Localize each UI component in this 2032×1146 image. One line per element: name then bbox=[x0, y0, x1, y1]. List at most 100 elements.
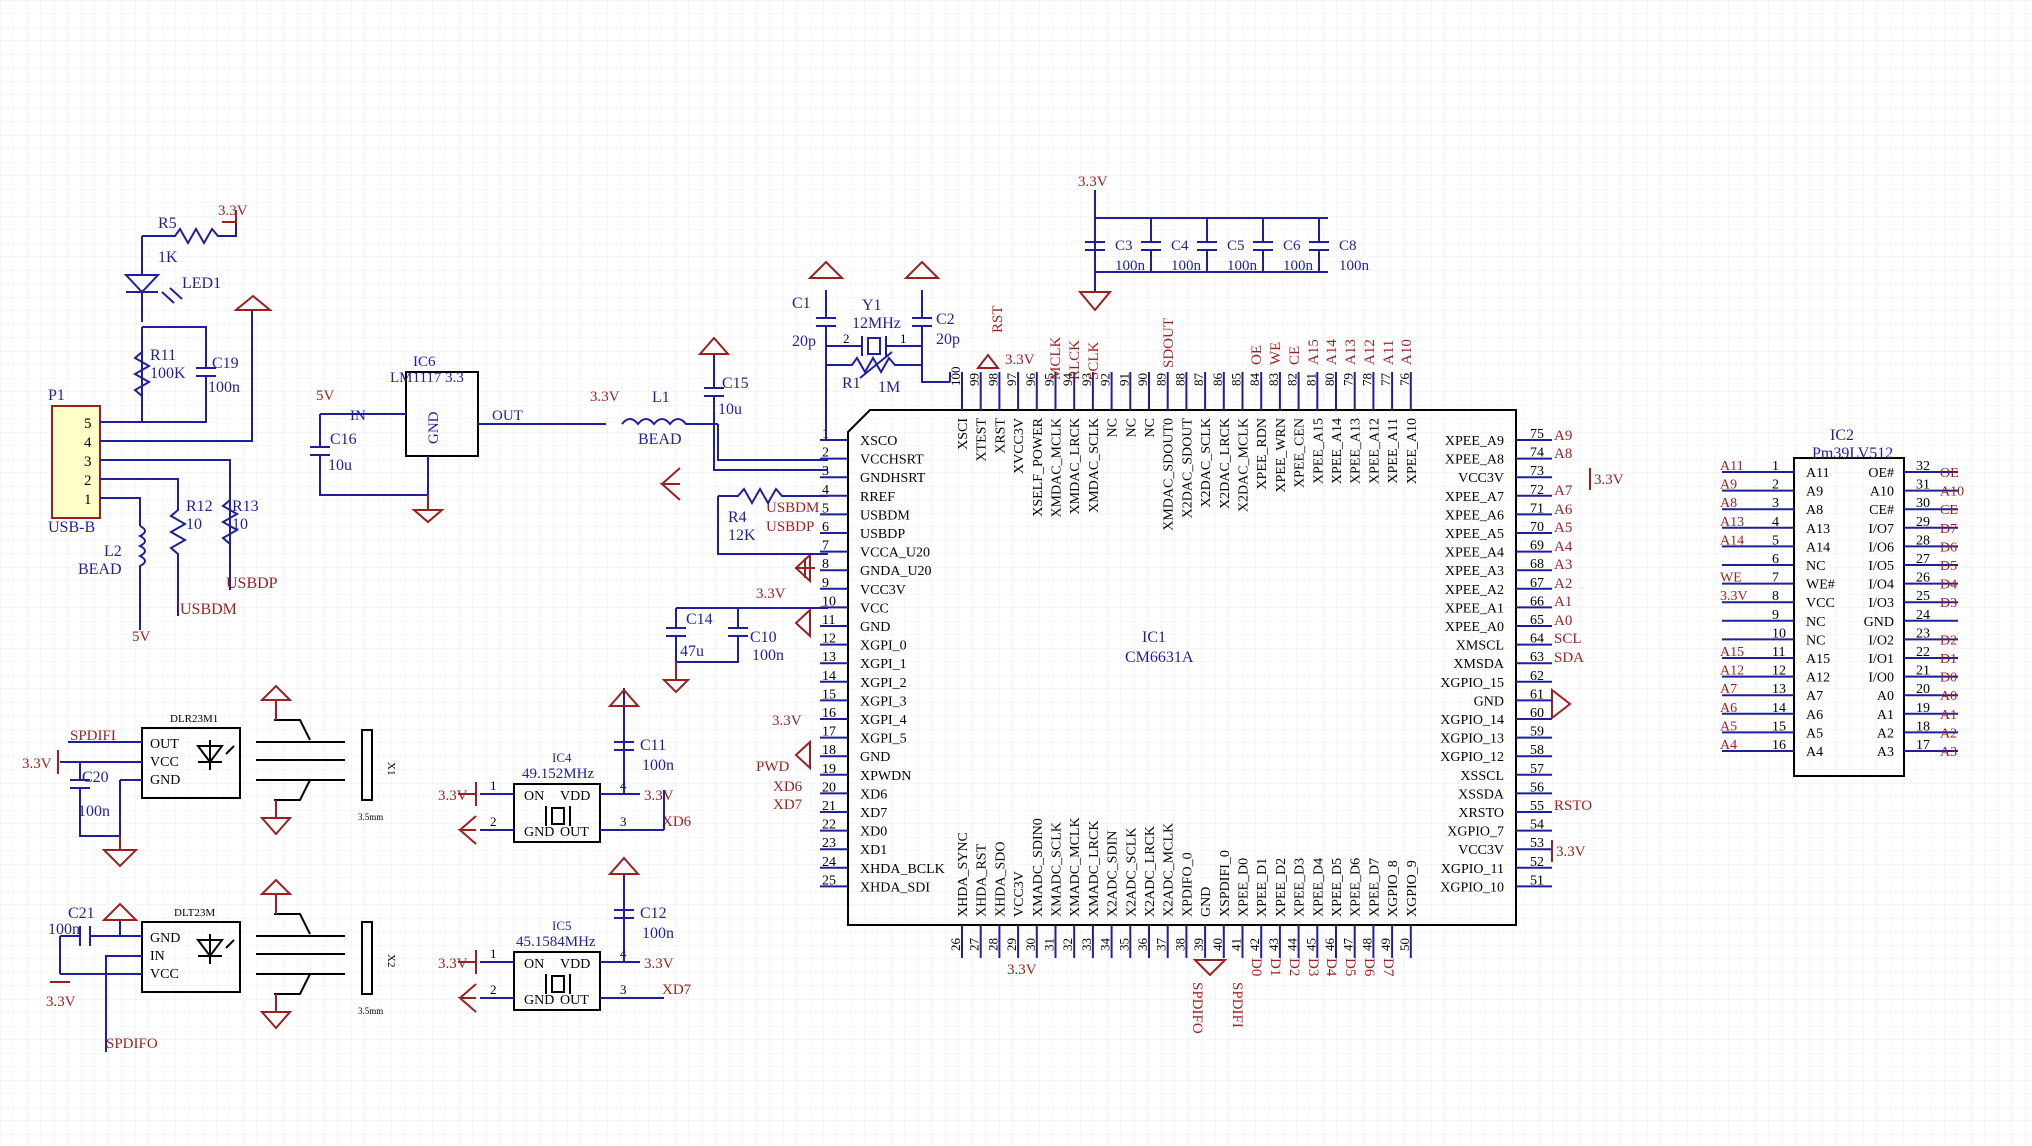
p1-pin3: 3 bbox=[84, 454, 92, 470]
r11-value: 100K bbox=[150, 365, 186, 382]
net-label-d0: D0 bbox=[1248, 958, 1264, 976]
ic5-net-out: XD7 bbox=[662, 982, 692, 998]
ic1-pin-number: 6 bbox=[822, 520, 829, 535]
ic1-pin-number: 81 bbox=[1303, 373, 1318, 386]
c12-designator: C12 bbox=[640, 905, 667, 922]
ic2-pin-name: I/O5 bbox=[1868, 559, 1894, 574]
ic1-pin-name: XPEE_D4 bbox=[1311, 858, 1326, 917]
ic1-pin-number: 100 bbox=[948, 367, 963, 387]
ic1-pin-name: XPEE_A15 bbox=[1311, 418, 1326, 484]
c15-gnd-flag-icon bbox=[697, 336, 731, 355]
ic2-pin-number: 27 bbox=[1916, 552, 1930, 567]
decap-capacitor-icon bbox=[1253, 218, 1273, 272]
ic1-pin-name: XGPI_0 bbox=[860, 639, 907, 654]
ic1-pin-name: XPEE_A11 bbox=[1386, 418, 1401, 484]
ic1-pin-number: 71 bbox=[1530, 501, 1544, 516]
ic6-regulator[interactable]: IC6 LM1117 3.3 IN OUT GND 5V C16 10u 3.3… bbox=[310, 336, 828, 524]
net-label-usbdm: USBDM bbox=[180, 601, 237, 618]
net-label-rsto: RSTO bbox=[1554, 798, 1592, 814]
ic1-pin-name: X2ADC_SDIN bbox=[1106, 831, 1121, 917]
ic1-pin-number: 98 bbox=[985, 373, 1000, 386]
ic1-pin-number: 49 bbox=[1378, 938, 1393, 951]
ic4-pin-on: ON bbox=[524, 789, 544, 804]
c2-designator: C2 bbox=[936, 311, 955, 328]
led1-icon bbox=[123, 236, 161, 322]
ic2-pin-net: A6 bbox=[1720, 701, 1737, 716]
ic2-pin-number: 5 bbox=[1772, 533, 1779, 548]
ic1-pin-name: XPEE_D6 bbox=[1349, 858, 1364, 917]
ic1-pin-name: XSCO bbox=[860, 434, 897, 449]
c10-value: 100n bbox=[752, 647, 784, 664]
y1-crystal-icon bbox=[826, 336, 922, 356]
x2-jack-icon bbox=[256, 913, 373, 995]
ic5-freq: 45.1584MHz bbox=[516, 934, 596, 950]
ic1-pin-name: X2DAC_SDOUT bbox=[1180, 418, 1195, 519]
c2-capacitor-icon bbox=[912, 290, 950, 383]
net-label-a5: A5 bbox=[1554, 520, 1572, 536]
ic2-pin-net: 3.3V bbox=[1720, 589, 1748, 604]
ic2-pin-number: 13 bbox=[1772, 682, 1786, 697]
oscillator-ic4[interactable]: IC4 49.152MHz ON VDD GND OUT 1 2 3 4 3.3… bbox=[438, 688, 692, 845]
oscillator-ic5[interactable]: IC5 45.1584MHz ON VDD GND OUT 1 2 3 4 3.… bbox=[438, 856, 692, 1013]
ic1-pin-name: XGPI_5 bbox=[860, 732, 907, 747]
ic1-pin-name: VCC3V bbox=[1458, 843, 1504, 858]
ic1-pin-number: 16 bbox=[822, 706, 836, 721]
rst-port-icon bbox=[975, 353, 1001, 369]
y1-designator: Y1 bbox=[862, 297, 882, 314]
ic1-pin-number: 33 bbox=[1079, 938, 1094, 951]
gnd-port-pin8-icon bbox=[795, 558, 815, 578]
c14-capacitor-icon bbox=[666, 607, 828, 663]
ic2-pin-name: A5 bbox=[1806, 726, 1823, 741]
r12-value: 10 bbox=[186, 516, 202, 533]
ic1-pin-name: X2DAC_SCLK bbox=[1199, 418, 1214, 507]
crystal-y1[interactable]: C1 20p C2 20p Y1 12MHz 2 1 R1 1M bbox=[792, 260, 960, 441]
ic1-pin-name: VCC3V bbox=[1458, 471, 1504, 486]
gnd-flag-pin18-icon bbox=[794, 739, 811, 771]
c20-designator: C20 bbox=[82, 769, 109, 786]
c2-value: 20p bbox=[936, 331, 960, 348]
ic4-pin-out: OUT bbox=[560, 825, 589, 840]
ic2-pin-number: 2 bbox=[1772, 478, 1779, 493]
net-label-vcc-pin9: 3.3V bbox=[756, 586, 786, 602]
ic2-pin-name: I/O4 bbox=[1868, 578, 1894, 593]
decap-value: 100n bbox=[1339, 258, 1370, 274]
ic2-pin-number: 11 bbox=[1772, 645, 1785, 660]
ic1-pin-number: 42 bbox=[1247, 938, 1262, 951]
ic2-pin-name: I/O3 bbox=[1868, 596, 1894, 611]
optical-tx-dlr23m1[interactable]: DLR23M1 OUT VCC GND SPDIFI 3.3V C20 100n… bbox=[22, 684, 397, 868]
ic2-pin-number: 18 bbox=[1916, 719, 1930, 734]
ic2-pin-number: 10 bbox=[1772, 626, 1786, 641]
c16-value: 10u bbox=[328, 457, 352, 474]
ic1-body bbox=[847, 409, 1517, 926]
ic4-body bbox=[513, 783, 601, 843]
dlr23m1-pin-gnd: GND bbox=[150, 773, 180, 788]
ic2-pin-net: A5 bbox=[1720, 719, 1737, 734]
net-label-pwd: PWD bbox=[756, 759, 790, 775]
ic2-pin-net: D1 bbox=[1940, 652, 1957, 667]
bias-and-bulk-caps[interactable]: R4 12K C14 47u C10 100n bbox=[661, 486, 828, 694]
ic1-pin-name: NC bbox=[1143, 418, 1158, 437]
ic1-pin-name: GND bbox=[1474, 694, 1504, 709]
ic2-pin-number: 7 bbox=[1772, 571, 1779, 586]
ic1-pin-number: 39 bbox=[1191, 938, 1206, 951]
ic1-pin-number: 22 bbox=[822, 818, 836, 833]
ic1-pin-number: 63 bbox=[1530, 650, 1544, 665]
ic1-pin-number: 13 bbox=[822, 650, 836, 665]
c10-designator: C10 bbox=[750, 629, 777, 646]
ic4-wires bbox=[480, 688, 664, 831]
ic1-pin-name: X2ADC_SCLK bbox=[1124, 828, 1139, 917]
ic6-pin-gnd: GND bbox=[426, 411, 442, 444]
ic2-pin-net: D3 bbox=[1940, 596, 1957, 611]
ic2-pin-name: NC bbox=[1806, 559, 1825, 574]
top-vcc-label: 3.3V bbox=[1005, 352, 1035, 368]
optical-rx-dlt23m[interactable]: DLT23M GND IN VCC C21 100n 3.3V SPDIFO X… bbox=[46, 878, 397, 1052]
x2-size: 3.5mm bbox=[358, 1006, 383, 1016]
ic6-pin-in: IN bbox=[350, 408, 366, 424]
ic1-pin-number: 89 bbox=[1154, 373, 1169, 386]
x1-size: 3.5mm bbox=[358, 812, 383, 822]
ic2-pin-net: A11 bbox=[1720, 459, 1744, 474]
